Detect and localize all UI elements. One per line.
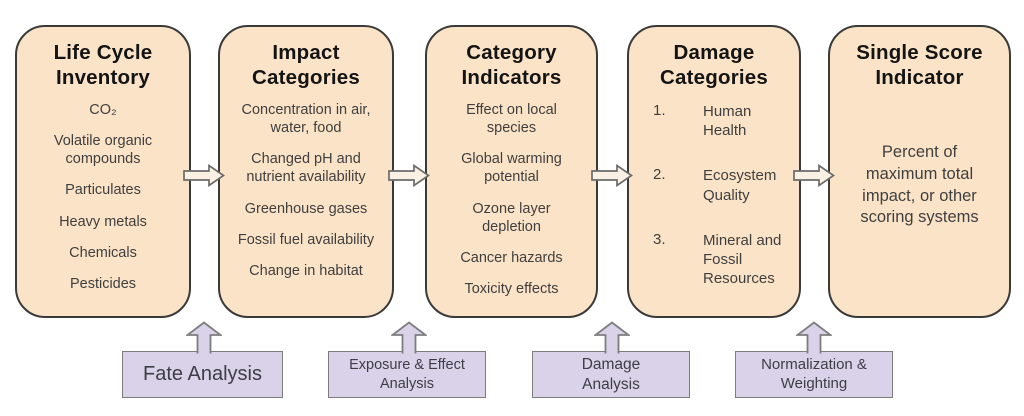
numbered-item: 2. Ecosystem Quality <box>653 166 785 204</box>
stage-item: Change in habitat <box>249 262 363 279</box>
process-damage-analysis: Damage Analysis <box>532 351 690 398</box>
process-label: Exposure & Effect Analysis <box>349 357 465 392</box>
numbered-item: 1. Human Health <box>653 102 785 140</box>
flow-arrow-up-icon <box>796 321 832 354</box>
process-label: Fate Analysis <box>143 363 262 385</box>
stage-item: Toxicity effects <box>464 280 559 297</box>
stage-description: Percent of maximum total impact, or othe… <box>860 143 979 227</box>
stage-item: Fossil fuel availability <box>237 231 375 248</box>
stage-title: Impact Categories <box>252 41 360 89</box>
stage-item: Cancer hazards <box>460 249 563 266</box>
flow-arrow-up-icon <box>186 321 222 354</box>
stage-numbered-items: 1. Human Health 2. Ecosystem Quality 3. Miner… <box>635 102 793 288</box>
process-label: Damage Analysis <box>581 356 641 393</box>
stage-item: CO₂ <box>89 102 117 118</box>
stage-item: Pesticides <box>69 275 137 292</box>
stage-single-score-indicator: Single Score Indicator Percent of maximu… <box>828 25 1011 318</box>
numbered-item: 3. Mineral and Fossil Resources <box>653 231 785 289</box>
item-label: Human Health <box>703 103 752 140</box>
stage-life-cycle-inventory: Life Cycle Inventory CO₂ Volatile organic… <box>15 25 191 318</box>
stage-item: Effect on local species <box>466 102 557 137</box>
flow-arrow-up-icon <box>391 321 427 354</box>
item-number: 3. <box>653 230 666 248</box>
flow-arrow-up-icon <box>594 321 630 354</box>
stage-damage-categories: Damage Categories 1. Human Health 2. Ecosys… <box>627 25 801 318</box>
stage-item: Greenhouse gases <box>244 200 368 217</box>
stage-title: Damage Categories <box>660 41 768 89</box>
stage-item: Global warming potential <box>461 151 562 186</box>
stage-impact-categories: Impact Categories Concentration in air, … <box>218 25 394 318</box>
process-normalization-weighting: Normalization & Weighting <box>735 351 893 398</box>
process-fate-analysis: Fate Analysis <box>122 351 283 398</box>
flow-arrow-right-icon <box>793 164 835 187</box>
item-label: Ecosystem Quality <box>703 167 777 204</box>
process-exposure-effect-analysis: Exposure & Effect Analysis <box>328 351 486 398</box>
flow-arrow-right-icon <box>388 164 430 187</box>
stage-item: Changed pH and nutrient availability <box>246 151 366 186</box>
stage-item: Concentration in air, water, food <box>241 102 371 137</box>
process-label: Normalization & Weighting <box>761 355 867 392</box>
stage-category-indicators: Category Indicators Effect on local spec… <box>425 25 598 318</box>
stage-item: Particulates <box>65 182 141 199</box>
flow-arrow-right-icon <box>183 164 225 187</box>
stage-title: Life Cycle Inventory <box>53 41 153 89</box>
item-number: 2. <box>653 166 666 184</box>
flow-arrow-right-icon <box>591 164 633 187</box>
stage-item: Heavy metals <box>59 213 147 230</box>
stage-title: Category Indicators <box>461 41 562 89</box>
item-number: 1. <box>653 102 666 119</box>
item-label: Mineral and Fossil Resources <box>703 231 782 288</box>
stage-item: Volatile organic compounds <box>53 133 153 168</box>
stage-title: Single Score Indicator <box>856 41 983 89</box>
stage-item: Ozone layer depletion <box>472 200 551 235</box>
stage-item: Chemicals <box>69 244 137 261</box>
